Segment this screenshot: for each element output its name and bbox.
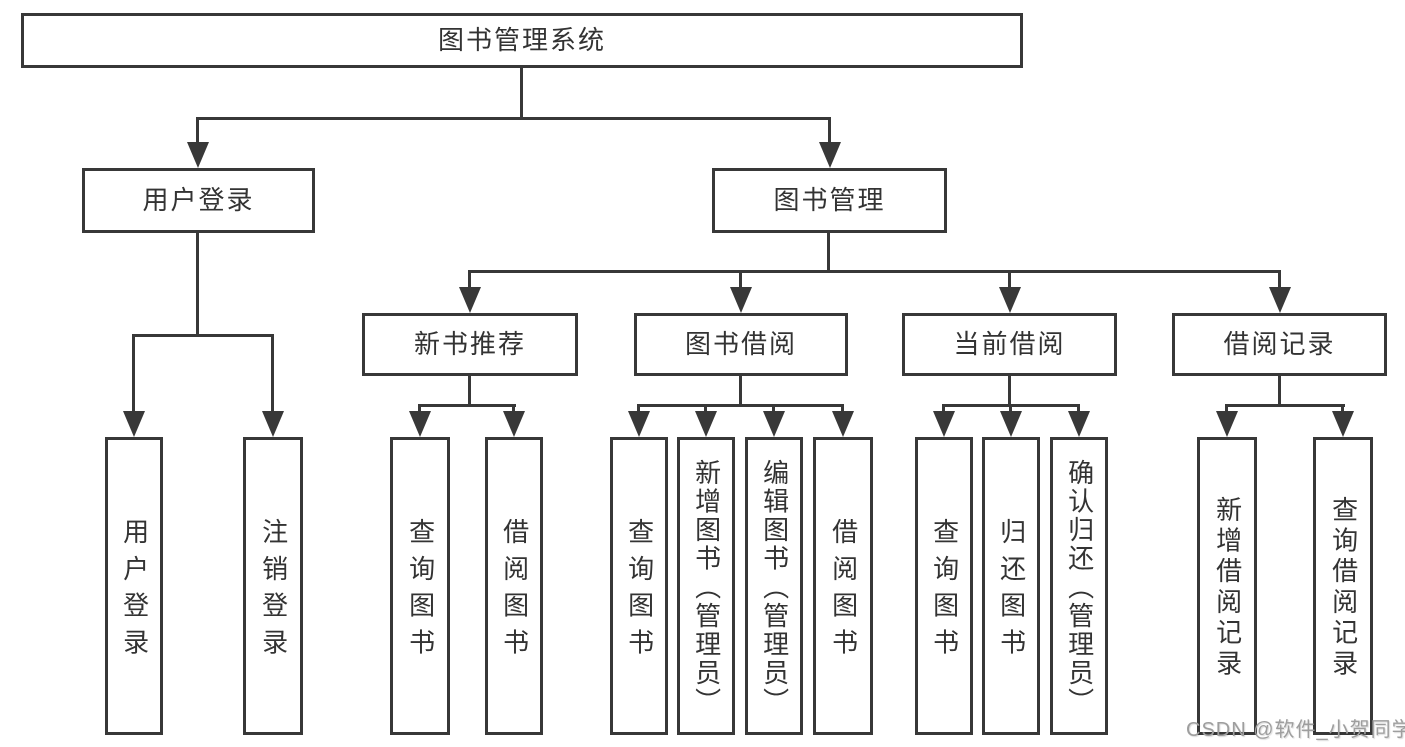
connector-rail [637,404,844,407]
connector-rail [132,334,274,337]
arrowhead-down [628,411,650,437]
leaf-borrow-books-borrowing-label: 借阅图书 [828,517,859,666]
arrowhead-down [123,411,145,437]
node-book-borrowing: 图书借阅 [634,313,848,376]
connector-stem [1278,376,1281,406]
arrowhead-down [1332,411,1354,437]
connector-rail [418,404,516,407]
node-book-management: 图书管理 [712,168,947,233]
leaf-borrow-books-borrowing: 借阅图书 [813,437,873,735]
arrowhead-down [832,411,854,437]
leaf-edit-books-admin-label: 编辑图书（管理员） [759,458,790,716]
arrowhead-down [409,411,431,437]
connector-stem [520,68,523,118]
arrowhead-down [503,411,525,437]
node-current-borrowing-label: 当前借阅 [953,328,1066,359]
leaf-borrow-books-recommend-label: 借阅图书 [499,517,530,666]
leaf-query-books-current: 查询图书 [915,437,973,735]
connector-stem [196,233,199,336]
leaf-add-books-admin-label: 新增图书（管理员） [691,458,722,716]
arrowhead-down [730,287,752,313]
connector-drop [196,117,199,147]
leaf-query-borrow-record: 查询借阅记录 [1313,437,1373,735]
node-root-system: 图书管理系统 [21,13,1023,68]
arrowhead-down [819,142,841,168]
connector-drop [828,117,831,147]
node-borrowing-records-label: 借阅记录 [1223,328,1336,359]
arrowhead-down [1216,411,1238,437]
arrowhead-down [933,411,955,437]
node-new-book-recommend-label: 新书推荐 [413,328,526,359]
leaf-query-books-recommend-label: 查询图书 [405,517,436,666]
leaf-query-borrow-record-label: 查询借阅记录 [1328,496,1359,681]
node-book-borrowing-label: 图书借阅 [684,328,797,359]
arrowhead-down [1068,411,1090,437]
connector-drop [271,334,274,416]
arrowhead-down [695,411,717,437]
node-current-borrowing: 当前借阅 [902,313,1117,376]
connector-rail [1225,404,1345,407]
arrowhead-down [999,287,1021,313]
leaf-user-login: 用户登录 [105,437,163,735]
connector-stem [1008,376,1011,406]
leaf-add-borrow-record: 新增借阅记录 [1197,437,1257,735]
leaf-add-borrow-record-label: 新增借阅记录 [1212,496,1243,681]
leaf-query-books-borrowing-label: 查询图书 [624,517,655,666]
leaf-confirm-return-admin-label: 确认归还（管理员） [1064,458,1095,716]
connector-rail [196,117,831,120]
leaf-query-books-recommend: 查询图书 [390,437,450,735]
leaf-logout: 注销登录 [243,437,303,735]
arrowhead-down [1269,287,1291,313]
node-user-login: 用户登录 [82,168,315,233]
arrowhead-down [1000,411,1022,437]
node-new-book-recommend: 新书推荐 [362,313,578,376]
node-user-login-label: 用户登录 [142,184,255,215]
connector-drop [1008,270,1011,292]
node-borrowing-records: 借阅记录 [1172,313,1387,376]
connector-drop [739,270,742,292]
connector-rail [468,270,1281,273]
arrowhead-down [187,142,209,168]
leaf-user-login-label: 用户登录 [119,517,150,666]
arrowhead-down [459,287,481,313]
arrowhead-down [763,411,785,437]
watermark: CSDN @软件_小贺同学 [1186,719,1405,741]
connector-drop [132,334,135,416]
leaf-query-books-borrowing: 查询图书 [610,437,668,735]
leaf-query-books-current-label: 查询图书 [929,517,960,666]
leaf-logout-label: 注销登录 [258,517,289,666]
connector-stem [739,376,742,406]
leaf-confirm-return-admin: 确认归还（管理员） [1050,437,1108,735]
leaf-add-books-admin: 新增图书（管理员） [677,437,735,735]
leaf-return-books: 归还图书 [982,437,1040,735]
connector-stem [827,233,830,272]
node-book-management-label: 图书管理 [773,184,886,215]
connector-stem [468,376,471,406]
arrowhead-down [262,411,284,437]
connector-drop [1278,270,1281,292]
leaf-return-books-label: 归还图书 [996,517,1027,666]
leaf-edit-books-admin: 编辑图书（管理员） [745,437,803,735]
leaf-borrow-books-recommend: 借阅图书 [485,437,543,735]
connector-drop [468,270,471,292]
node-root-label: 图书管理系统 [437,24,606,55]
